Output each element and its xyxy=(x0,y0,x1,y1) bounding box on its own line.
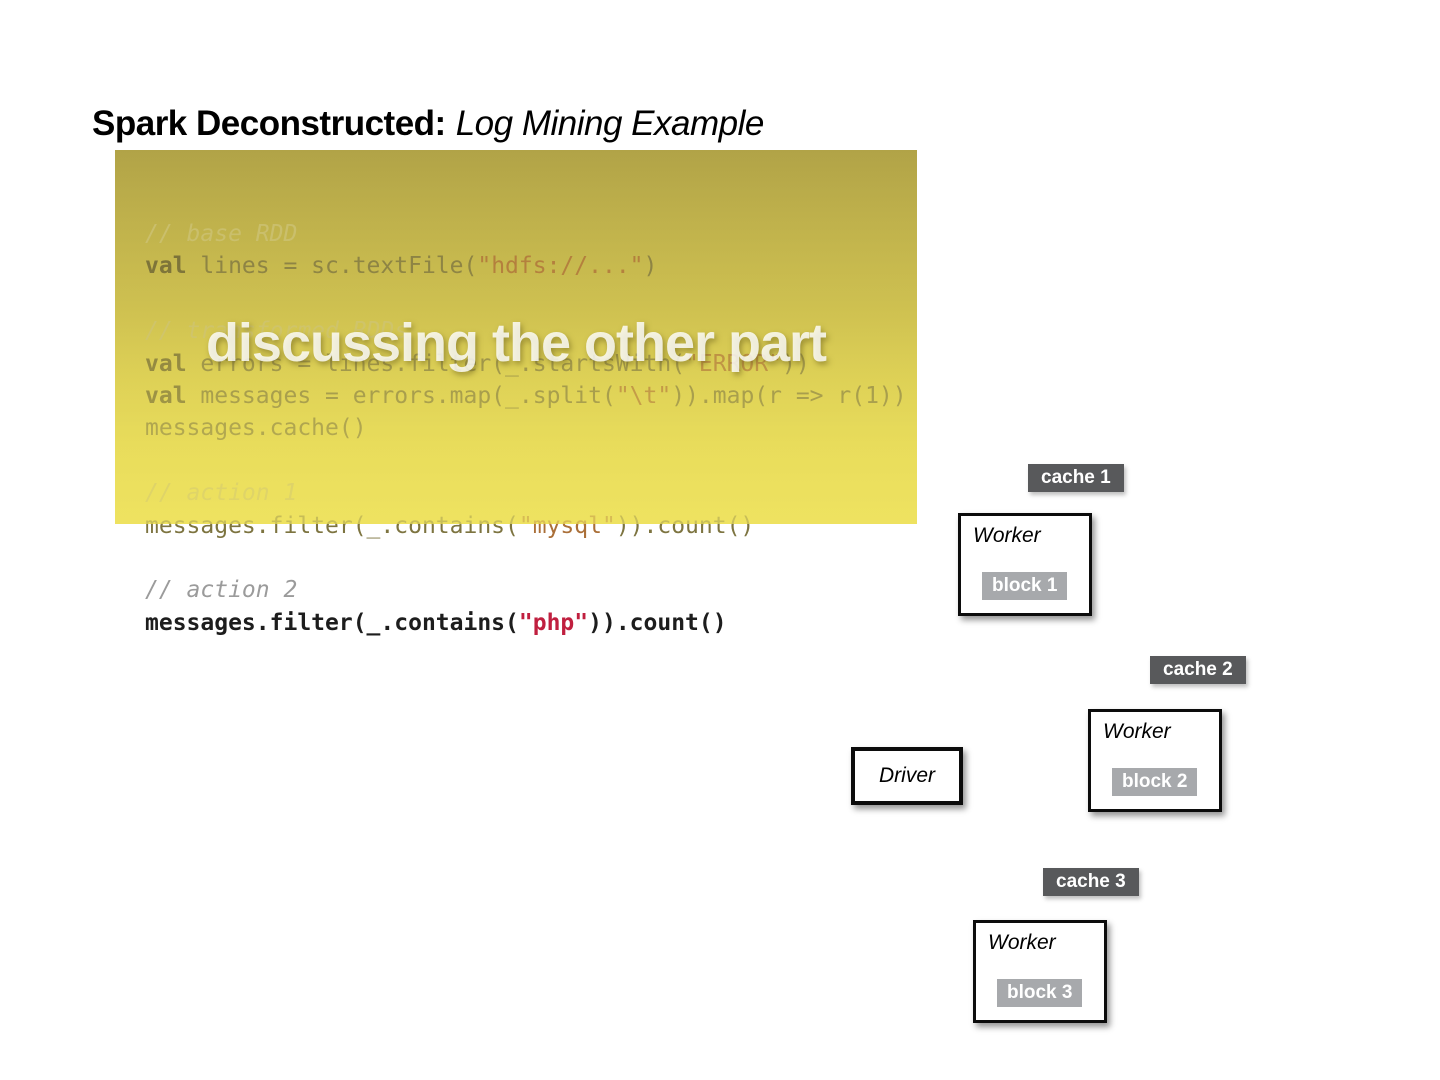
code-segment-cmt: // base RDD xyxy=(145,221,298,247)
code-segment-str: "\t" xyxy=(615,382,672,409)
code-line: val messages = errors.map(_.split("\t"))… xyxy=(145,380,907,412)
code-segment-cod: messages.cache() xyxy=(145,415,367,442)
code-segment-cod: messages.filter(_.contains( xyxy=(145,512,519,539)
code-line xyxy=(145,445,907,477)
code-segment-cod: )).count() xyxy=(615,512,755,539)
driver-box: Driver xyxy=(851,747,963,805)
block-3-label: block 3 xyxy=(997,979,1083,1007)
cache-2-label: cache 2 xyxy=(1150,656,1246,684)
code-line xyxy=(145,542,907,574)
code-line: // base RDD xyxy=(145,218,907,250)
driver-label: Driver xyxy=(879,764,935,787)
cache-1-label: cache 1 xyxy=(1028,464,1124,492)
code-line: // action 1 xyxy=(145,477,907,509)
worker-3-box: Worker block 3 xyxy=(973,920,1107,1023)
code-segment-cod2: messages.filter(_.contains( xyxy=(145,609,519,636)
code-segment-cmt2: // action 2 xyxy=(145,577,298,604)
code-segment-kw: val xyxy=(145,253,187,280)
slide-title: Spark Deconstructed:Log Mining Example xyxy=(92,103,764,145)
worker-3-label: Worker xyxy=(988,931,1056,954)
code-segment-str2: "php" xyxy=(518,609,589,636)
block-1-label: block 1 xyxy=(982,572,1068,600)
worker-2-box: Worker block 2 xyxy=(1088,709,1222,812)
cache-3-label: cache 3 xyxy=(1043,868,1139,896)
worker-1-label: Worker xyxy=(973,524,1041,547)
slide-title-bold: Spark Deconstructed: xyxy=(92,104,446,144)
worker-2-label: Worker xyxy=(1103,720,1171,743)
code-line: messages.filter(_.contains("mysql")).cou… xyxy=(145,510,907,542)
code-pre: // base RDD val lines = sc.textFile("hdfs… xyxy=(145,218,907,639)
code-segment-kw: val xyxy=(145,382,187,409)
code-segment-cmt: // action 1 xyxy=(145,480,298,507)
code-segment-cod: lines = sc.textFile( xyxy=(186,253,478,280)
code-segment-cod: )).map(r => r(1)) xyxy=(671,382,907,409)
watermark-text: discussing the other part xyxy=(205,313,827,373)
code-line xyxy=(145,283,907,315)
code-line: val lines = sc.textFile("hdfs://...") xyxy=(145,250,907,282)
worker-1-box: Worker block 1 xyxy=(958,513,1092,616)
code-line: // action 2 xyxy=(145,574,907,606)
code-line: messages.filter(_.contains("php")).count… xyxy=(145,607,907,639)
code-segment-str: "hdfs://..." xyxy=(477,253,644,280)
block-2-label: block 2 xyxy=(1112,768,1198,796)
slide-title-italic: Log Mining Example xyxy=(455,104,765,144)
code-line: messages.cache() xyxy=(145,412,907,444)
code-segment-cod: messages = errors.map(_.split( xyxy=(186,382,616,409)
code-segment-cod: ) xyxy=(643,253,658,280)
code-segment-str: "mysql" xyxy=(518,512,616,539)
code-segment-cod2: )).count() xyxy=(588,609,727,636)
